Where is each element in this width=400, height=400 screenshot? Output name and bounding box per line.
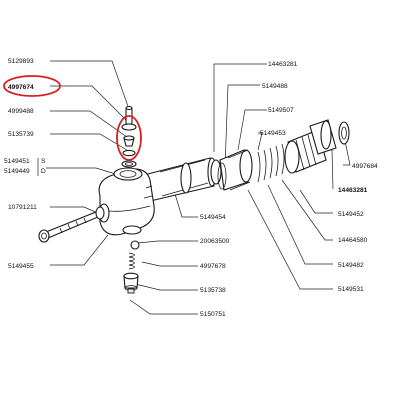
long-bolt: [38, 206, 105, 243]
label-5135739: 5135739: [8, 131, 34, 138]
label-5149452: 5149452: [338, 211, 364, 218]
label-5135738: 5135738: [200, 287, 226, 294]
right-assembly: [210, 119, 350, 191]
label-20063500: 20063500: [200, 238, 230, 245]
label-5149451: 5149451: [4, 158, 30, 165]
part-labels: 5129893 4997674 4999488 5135739 5149451 …: [4, 58, 378, 318]
label-14463281-right: 14463281: [338, 187, 368, 194]
label-5149482: 5149482: [338, 262, 364, 269]
leader-lines: [46, 60, 351, 315]
label-4997674: 4997674: [8, 84, 34, 91]
label-5149449: 5149449: [4, 168, 30, 175]
lower-valve-stack: [123, 240, 140, 294]
label-10791211: 10791211: [8, 204, 37, 211]
label-14464580: 14464580: [338, 237, 368, 244]
label-variant-s: S: [41, 158, 46, 165]
label-5129893: 5129893: [8, 58, 34, 65]
label-5149531: 5149531: [338, 286, 364, 293]
cylinder-shaft: [139, 157, 217, 203]
label-5150751: 5150751: [200, 311, 226, 318]
label-5149507: 5149507: [268, 107, 294, 114]
parts-drawing: [3, 75, 350, 294]
label-5149454: 5149454: [200, 214, 226, 221]
label-variant-d: D: [41, 168, 46, 175]
highlight-ellipse-label: [3, 75, 61, 97]
highlight-marks: [3, 75, 142, 161]
label-4997684: 4997684: [352, 163, 378, 170]
label-5149455: 5149455: [8, 263, 34, 270]
highlight-ellipse-part: [116, 115, 142, 161]
valve-body: [98, 167, 155, 236]
label-4999488: 4999488: [8, 108, 34, 115]
label-5149488: 5149488: [262, 83, 288, 90]
label-4997678: 4997678: [200, 263, 226, 270]
label-5149453: 5149453: [260, 130, 286, 137]
label-14463281-top: 14463281: [268, 61, 298, 68]
